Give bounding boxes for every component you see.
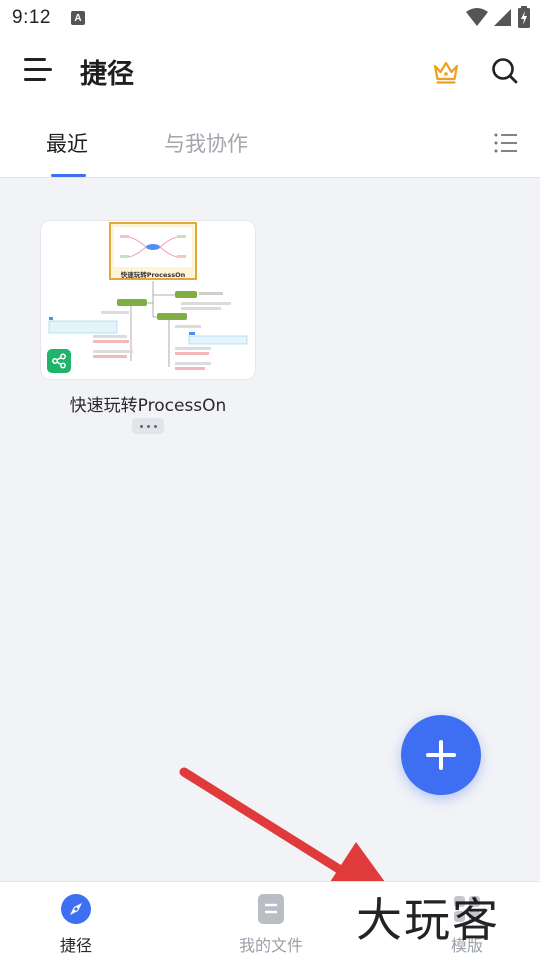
notification-icon: A [70, 11, 85, 25]
watermark-text: 大玩客 [356, 893, 500, 947]
tab-recent[interactable]: 最近 [46, 132, 88, 156]
list-view-icon[interactable] [494, 132, 518, 154]
plus-icon [426, 740, 456, 770]
nav-label-shortcuts: 捷径 [59, 936, 92, 955]
page-title: 捷径 [80, 59, 134, 90]
tab-bar: 最近 与我协作 [0, 108, 540, 178]
compass-icon [61, 894, 91, 924]
file-card[interactable]: 快速玩转ProcessOn [40, 220, 256, 380]
file-name[interactable]: 快速玩转ProcessOn [69, 396, 227, 416]
status-time: 9:12 [12, 7, 51, 28]
template-icon [454, 896, 480, 922]
nav-label-templates: 模版 [450, 936, 483, 955]
menu-icon[interactable] [24, 58, 54, 84]
create-button[interactable] [401, 715, 481, 795]
mindmap-thumbnail: 快速玩转ProcessOn [48, 222, 248, 370]
share-icon [47, 349, 71, 373]
signal-icon [494, 9, 511, 26]
nav-item-shortcuts[interactable]: 捷径 [21, 892, 131, 956]
search-icon[interactable] [490, 56, 520, 86]
document-icon [258, 894, 284, 924]
more-options-icon[interactable] [132, 418, 164, 434]
wifi-icon [466, 8, 488, 26]
bottom-nav: 捷径 我的文件 模版 [0, 881, 540, 960]
tab-active-indicator [51, 174, 86, 177]
nav-item-templates[interactable]: 模版 [412, 892, 522, 956]
battery-icon [518, 6, 530, 28]
tab-collaborate[interactable]: 与我协作 [164, 132, 248, 156]
status-bar: 9:12 A [0, 0, 540, 36]
crown-icon[interactable] [432, 58, 460, 86]
status-icons [466, 6, 530, 28]
nav-item-my-files[interactable]: 我的文件 [216, 892, 326, 956]
nav-label-my-files: 我的文件 [238, 936, 303, 955]
app-header: 捷径 [0, 36, 540, 108]
thumbnail-title: 快速玩转ProcessOn [121, 270, 186, 279]
